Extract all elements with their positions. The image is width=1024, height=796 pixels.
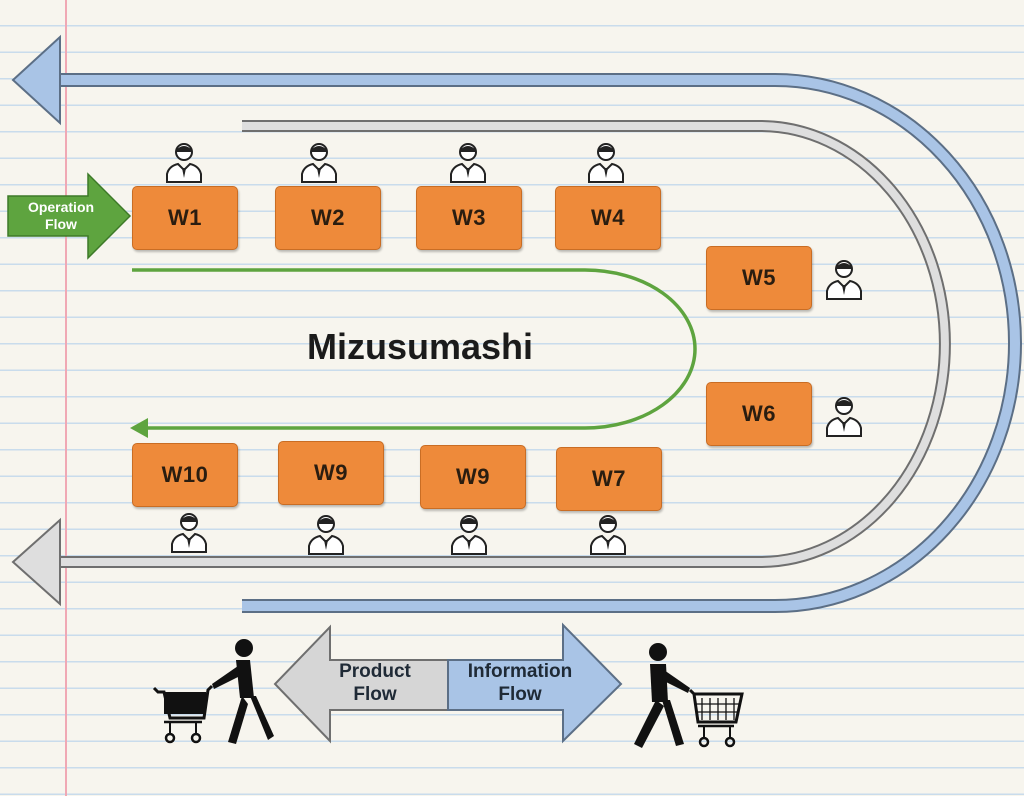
operator-icon [308,515,344,555]
product-flow-legend-label: Product Flow [305,660,445,706]
product-flow-legend-arrow [273,624,449,744]
operation-flow-path [7,172,697,438]
information-flow-loop [11,34,1022,613]
station-label: W10 [161,462,209,487]
diagram-title: Mizusumashi [306,326,534,367]
operator-icon [166,143,202,183]
station-w10: W10 [132,443,238,507]
station-w9-a: W9 [278,441,384,505]
station-label: W9 [314,460,348,485]
information-flow-label-line2: Flow [498,684,542,705]
operator-icon [826,397,862,437]
information-flow-legend-label: Information Flow [450,660,590,706]
product-flow-loop [11,120,951,607]
operator-icon [171,513,207,553]
legend-double-arrow [273,622,623,744]
station-w7: W7 [556,447,662,511]
station-label: W3 [452,205,486,230]
station-label: W2 [311,205,345,230]
station-w9-b: W9 [420,445,526,509]
station-w5: W5 [706,246,812,310]
operation-flow-label-line1: Operation [27,199,95,215]
station-w6: W6 [706,382,812,446]
product-flow-label-line2: Flow [353,684,397,705]
operator-icon [588,143,624,183]
product-flow-label-line1: Product [339,661,411,682]
operation-flow-end-arrowhead [130,418,148,438]
station-label: W1 [168,205,202,230]
notebook-margin-line [65,0,67,796]
operator-icon [451,515,487,555]
operation-flow-arrow [7,172,132,260]
station-label: W6 [742,401,776,426]
station-w1: W1 [132,186,238,250]
operator-icon [450,143,486,183]
station-label: W5 [742,265,776,290]
operation-flow-label-line2: Flow [45,216,77,232]
mizusumashi-cart-left-icon [152,639,274,744]
station-label: W7 [592,466,626,491]
operator-icon [301,143,337,183]
operation-flow-label: Operation Flow [14,199,108,233]
operator-icon [590,515,626,555]
information-flow-arrowhead [11,34,61,126]
mizusumashi-cart-right-icon [634,643,744,748]
product-flow-arrowhead [11,517,61,607]
station-w3: W3 [416,186,522,250]
information-flow-label-line1: Information [467,661,573,682]
station-label: W9 [456,464,490,489]
station-w4: W4 [555,186,661,250]
station-w2: W2 [275,186,381,250]
information-flow-legend-arrow [447,622,623,744]
station-label: W4 [591,205,625,230]
operator-icon [826,260,862,300]
